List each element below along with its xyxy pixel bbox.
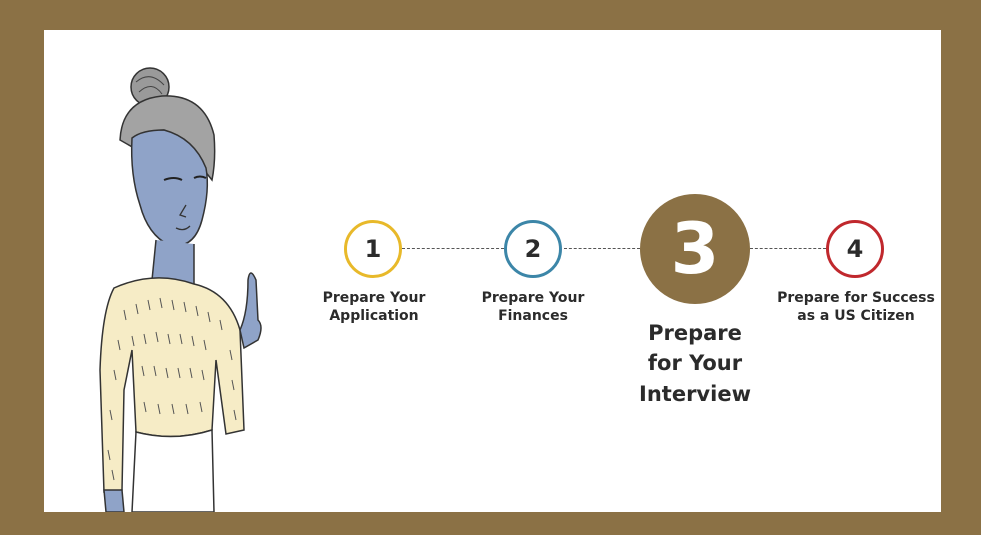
frame-top bbox=[0, 0, 981, 30]
connector-1-2 bbox=[402, 248, 504, 249]
step-4-label: Prepare for Success as a US Citizen bbox=[777, 290, 935, 324]
step-3-label: Prepare for Your Interview bbox=[639, 321, 751, 406]
content-panel: 1 Prepare Your Application 2 Prepare You… bbox=[44, 30, 941, 512]
step-2-label: Prepare Your Finances bbox=[481, 290, 585, 324]
step-4-circle: 4 bbox=[826, 220, 884, 278]
frame-right bbox=[941, 0, 981, 535]
frame-left bbox=[0, 0, 44, 535]
step-1-circle: 1 bbox=[344, 220, 402, 278]
step-1-label: Prepare Your Application bbox=[322, 290, 426, 324]
frame-bottom bbox=[0, 512, 981, 535]
step-3-circle: 3 bbox=[640, 194, 750, 304]
connector-3-4 bbox=[750, 248, 826, 249]
connector-2-3 bbox=[564, 248, 640, 249]
step-2-circle: 2 bbox=[504, 220, 562, 278]
woman-illustration bbox=[99, 67, 262, 512]
